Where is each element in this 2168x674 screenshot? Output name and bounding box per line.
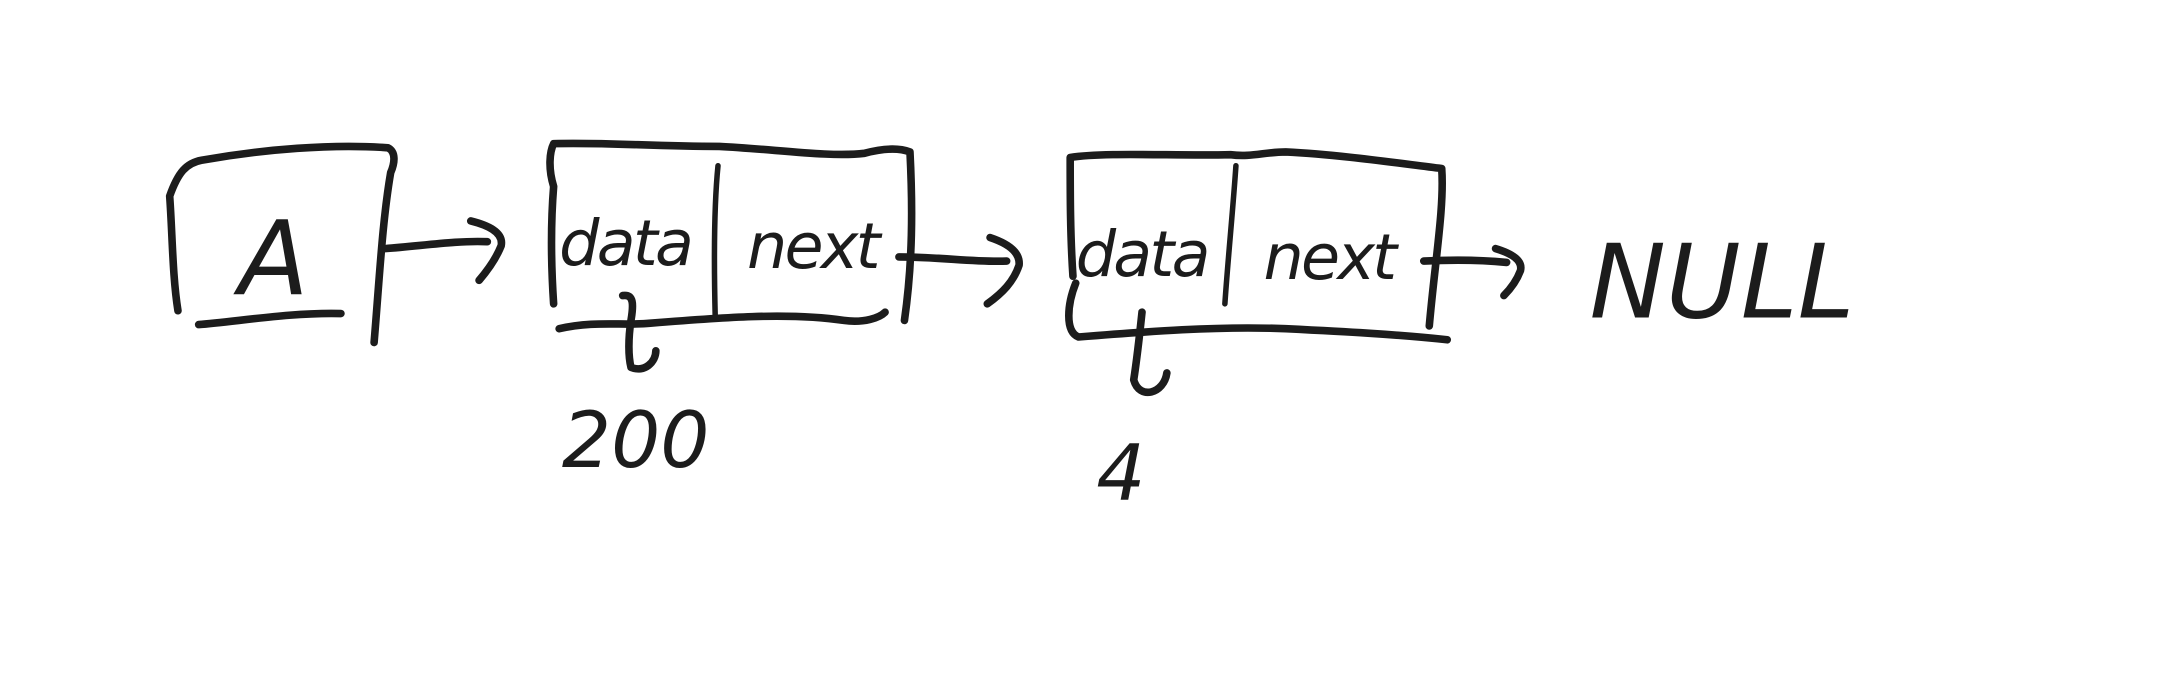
node-2-data-value: 4 bbox=[1096, 429, 1145, 519]
arrow-a-to-node1 bbox=[381, 217, 506, 285]
node-2-data-arrow bbox=[1129, 308, 1171, 397]
pointer-label: A bbox=[233, 200, 309, 319]
node-1-data-value: 200 bbox=[562, 396, 710, 486]
pointer-box-a: A bbox=[165, 142, 398, 347]
null-terminal-label: NULL bbox=[1590, 224, 1855, 343]
node-2-divider bbox=[1222, 162, 1239, 307]
node-1-divider bbox=[711, 162, 721, 321]
node-1-next-label: next bbox=[747, 209, 883, 283]
arrow-node1-to-node2 bbox=[895, 233, 1023, 308]
node-1-data-label: data bbox=[559, 206, 691, 280]
node-1-data-arrow bbox=[618, 291, 660, 373]
arrow-node2-to-null bbox=[1419, 244, 1525, 300]
node-1: data next 200 bbox=[546, 139, 916, 486]
node-2-data-label: data bbox=[1076, 217, 1208, 291]
node-2-next-label: next bbox=[1264, 220, 1400, 294]
node-2: data next 4 bbox=[1065, 148, 1452, 519]
